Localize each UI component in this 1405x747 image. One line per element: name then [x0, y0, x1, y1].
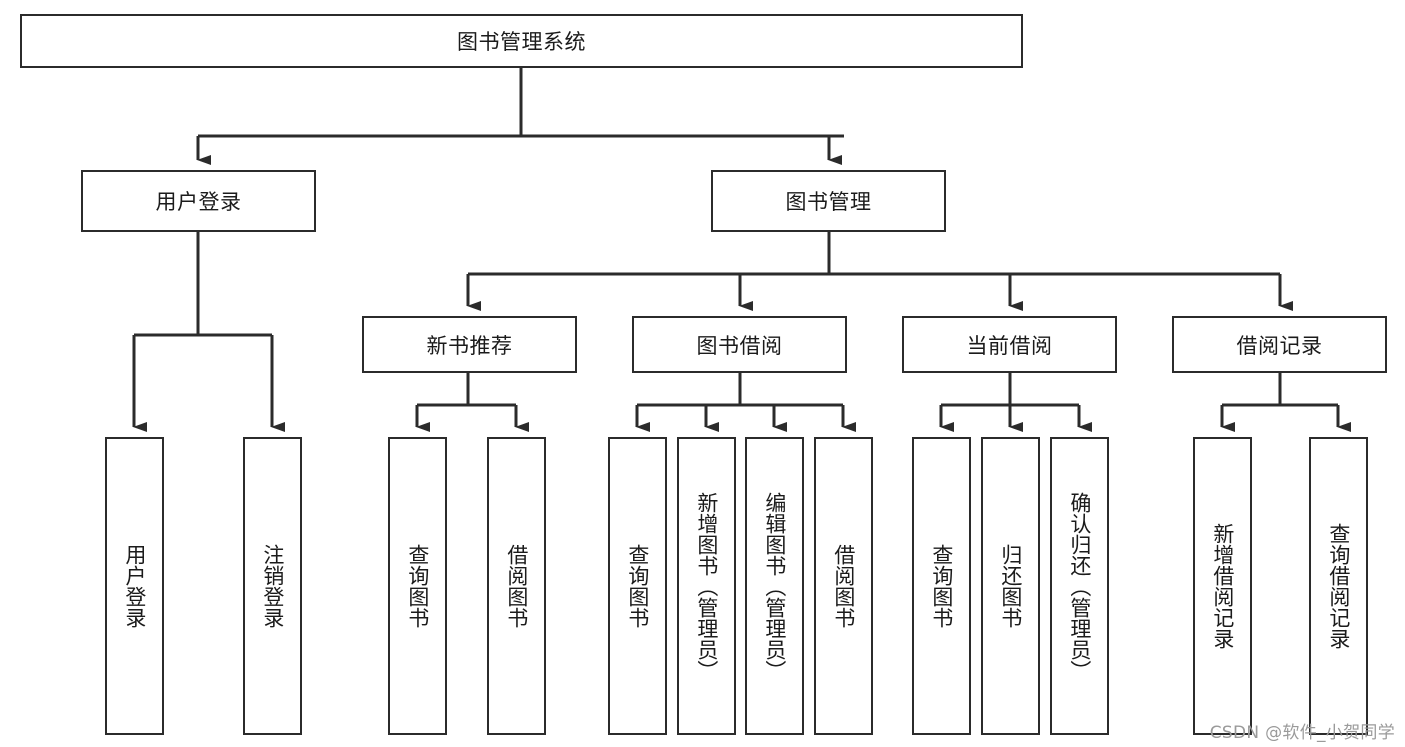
leaf-add-record-label: 新增借阅记录: [1210, 523, 1235, 649]
node-new-book-recommend-label: 新书推荐: [426, 333, 513, 358]
leaf-confirm-return[interactable]: 确认归还（管理员）: [1050, 437, 1109, 735]
leaf-query-record-label: 查询借阅记录: [1326, 523, 1351, 649]
node-book-manage-label: 图书管理: [785, 190, 872, 214]
node-borrow-record[interactable]: 借阅记录: [1172, 316, 1387, 373]
leaf-borrow-book-2-label: 借阅图书: [831, 544, 856, 628]
leaf-add-record[interactable]: 新增借阅记录: [1193, 437, 1252, 735]
leaf-user-login-label: 用户登录: [122, 544, 147, 628]
leaf-query-book-1[interactable]: 查询图书: [388, 437, 447, 735]
node-current-borrow-label: 当前借阅: [966, 333, 1053, 358]
leaf-logout-label: 注销登录: [260, 544, 285, 628]
csdn-watermark: CSDN @软件_小贺同学: [1209, 723, 1395, 743]
leaf-borrow-book-1-label: 借阅图书: [504, 544, 529, 628]
leaf-query-book-3[interactable]: 查询图书: [912, 437, 971, 735]
node-current-borrow[interactable]: 当前借阅: [902, 316, 1117, 373]
leaf-borrow-book-2[interactable]: 借阅图书: [814, 437, 873, 735]
leaf-confirm-return-label: 确认归还（管理员）: [1067, 491, 1092, 681]
leaf-borrow-book-1[interactable]: 借阅图书: [487, 437, 546, 735]
node-borrow-record-label: 借阅记录: [1236, 333, 1323, 358]
node-book-borrow-label: 图书借阅: [696, 333, 783, 358]
node-user-login[interactable]: 用户登录: [81, 170, 316, 232]
leaf-edit-book-label: 编辑图书（管理员）: [762, 491, 787, 681]
node-root[interactable]: 图书管理系统: [20, 14, 1023, 68]
node-new-book-recommend[interactable]: 新书推荐: [362, 316, 577, 373]
node-user-login-label: 用户登录: [155, 190, 242, 214]
leaf-return-book-label: 归还图书: [998, 544, 1023, 628]
leaf-query-record[interactable]: 查询借阅记录: [1309, 437, 1368, 735]
leaf-query-book-2[interactable]: 查询图书: [608, 437, 667, 735]
leaf-logout[interactable]: 注销登录: [243, 437, 302, 735]
leaf-query-book-3-label: 查询图书: [929, 544, 954, 628]
node-root-label: 图书管理系统: [457, 30, 586, 54]
leaf-edit-book[interactable]: 编辑图书（管理员）: [745, 437, 804, 735]
leaf-user-login[interactable]: 用户登录: [105, 437, 164, 735]
node-book-borrow[interactable]: 图书借阅: [632, 316, 847, 373]
leaf-query-book-2-label: 查询图书: [625, 544, 650, 628]
leaf-add-book[interactable]: 新增图书（管理员）: [677, 437, 736, 735]
leaf-query-book-1-label: 查询图书: [405, 544, 430, 628]
node-book-manage[interactable]: 图书管理: [711, 170, 946, 232]
leaf-return-book[interactable]: 归还图书: [981, 437, 1040, 735]
leaf-add-book-label: 新增图书（管理员）: [694, 491, 719, 681]
